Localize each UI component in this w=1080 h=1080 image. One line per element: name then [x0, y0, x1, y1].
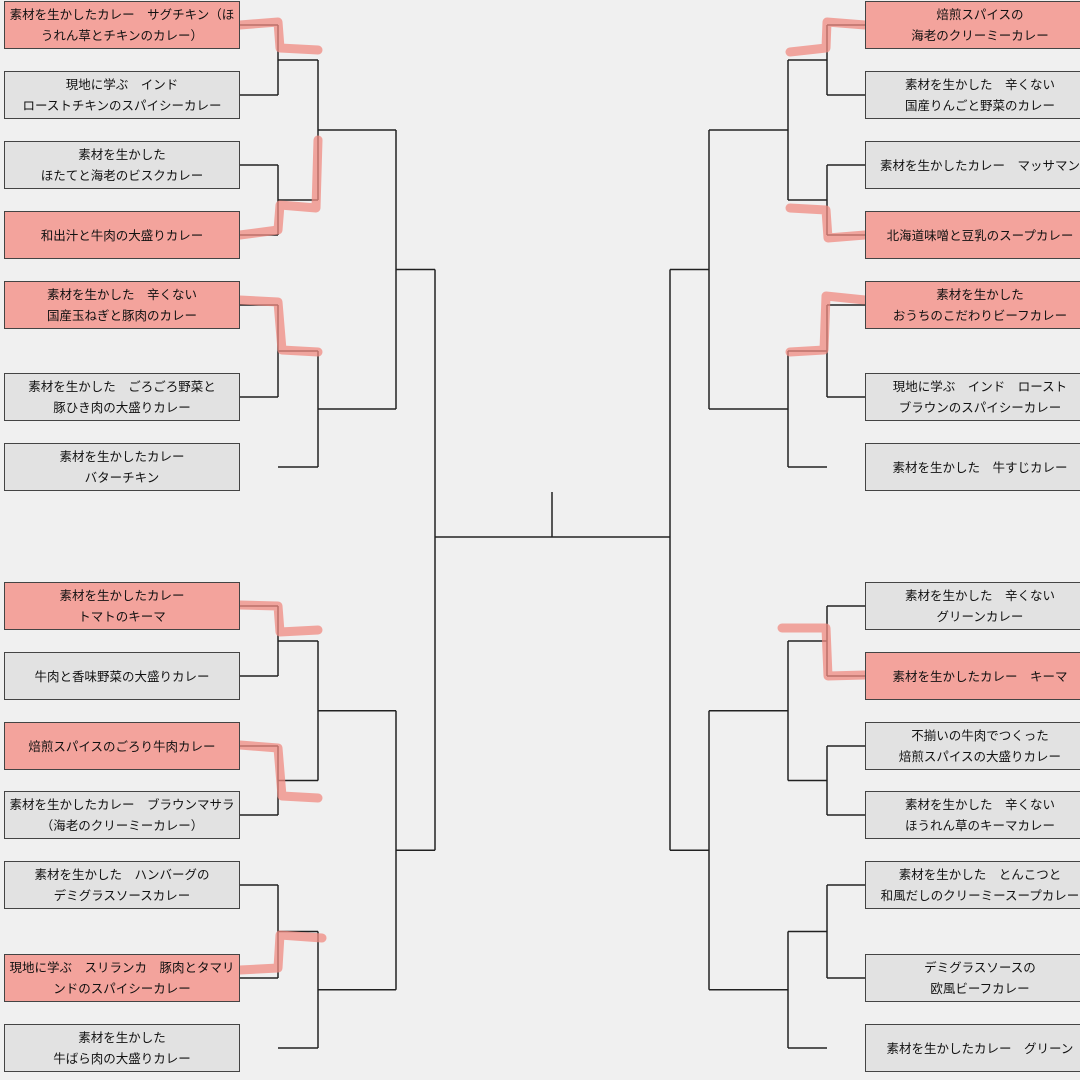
entry-text-line: 素材を生かした [78, 1030, 166, 1045]
right-bracket-entry: 焙煎スパイスの海老のクリーミーカレー [865, 1, 1080, 49]
highlight-mark [777, 623, 870, 681]
left-bracket-entry: 素材を生かしたカレー サグチキン（ほうれん草とチキンのカレー） [4, 1, 240, 49]
right-bracket-entry: 不揃いの牛肉でつくった焙煎スパイスの大盛りカレー [865, 722, 1080, 770]
entry-text-line: 素材を生かした 辛くない [46, 287, 197, 302]
entry-text-line: グリーンカレー [936, 609, 1024, 624]
entry-text-line: 素材を生かした 辛くない [904, 797, 1055, 812]
entry-text-line: 素材を生かした とんこつと [898, 867, 1062, 882]
right-bracket-entry: 素材を生かした 辛くないグリーンカレー [865, 582, 1080, 630]
entry-text-line: 欧風ビーフカレー [930, 981, 1030, 996]
entry-text-line: 現地に学ぶ インド [65, 77, 179, 92]
entry-text-line: 焙煎スパイスの [936, 7, 1024, 22]
entry-text-line: 国産玉ねぎと豚肉のカレー [46, 308, 197, 323]
highlight-mark [235, 295, 323, 357]
left-bracket-entry: 牛肉と香味野菜の大盛りカレー [4, 652, 240, 700]
entry-text-line: 素材を生かしたカレー [59, 449, 185, 464]
entry-text-line: 素材を生かしたカレー [59, 588, 185, 603]
right-bracket-entry: 素材を生かしたおうちのこだわりビーフカレー [865, 281, 1080, 329]
left-bracket-entry: 素材を生かしたカレーバターチキン [4, 443, 240, 491]
highlight-mark [235, 740, 323, 803]
highlight-mark [235, 135, 323, 240]
entry-text-line: バターチキン [84, 470, 160, 485]
right-bracket-entry: 素材を生かした 牛すじカレー [865, 443, 1080, 491]
left-bracket-entry: 素材を生かした ごろごろ野菜と豚ひき肉の大盛りカレー [4, 373, 240, 421]
right-bracket-entry: 素材を生かした 辛くない国産りんごと野菜のカレー [865, 71, 1080, 119]
right-bracket-entry: 素材を生かした 辛くないほうれん草のキーマカレー [865, 791, 1080, 839]
entry-text-line: （海老のクリーミーカレー） [40, 818, 204, 833]
entry-text-line: ブラウンのスパイシーカレー [898, 400, 1062, 415]
right-bracket-entry: 現地に学ぶ インド ローストブラウンのスパイシーカレー [865, 373, 1080, 421]
right-bracket-entry: 素材を生かしたカレー キーマ [865, 652, 1080, 700]
left-bracket-entry: 素材を生かしたカレートマトのキーマ [4, 582, 240, 630]
entry-text-line: 素材を生かしたカレー サグチキン（ほ [9, 7, 235, 22]
entry-text-line: 素材を生かした [78, 147, 166, 162]
entry-text-line: 北海道味噌と豆乳のスープカレー [886, 227, 1074, 243]
entry-text-line: 牛ばら肉の大盛りカレー [53, 1051, 191, 1066]
entry-text-line: 現地に学ぶ インド ロースト [892, 379, 1068, 394]
entry-text-line: ンドのスパイシーカレー [53, 981, 191, 996]
entry-text-line: 現地に学ぶ スリランカ 豚肉とタマリ [9, 960, 235, 975]
entry-text-line: 不揃いの牛肉でつくった [911, 728, 1049, 743]
left-bracket-entry: 素材を生かした牛ばら肉の大盛りカレー [4, 1024, 240, 1072]
highlight-mark [235, 17, 323, 55]
entry-text-line: ローストチキンのスパイシーカレー [22, 98, 222, 113]
entry-text-line: 素材を生かした 辛くない [904, 588, 1055, 603]
entry-text-line: 素材を生かした ハンバーグの [34, 867, 210, 882]
entry-text-line: 和風だしのクリーミースープカレー [880, 888, 1080, 903]
left-bracket-entry: 素材を生かした 辛くない国産玉ねぎと豚肉のカレー [4, 281, 240, 329]
entry-text-line: うれん草とチキンのカレー） [40, 28, 204, 43]
highlight-mark [235, 930, 327, 975]
highlight-mark [785, 291, 870, 357]
entry-text-line: 和出汁と牛肉の大盛りカレー [40, 227, 204, 243]
highlight-mark [235, 600, 323, 637]
entry-text-line: 素材を生かしたカレー キーマ [892, 668, 1068, 684]
entry-text-line: 素材を生かした 牛すじカレー [892, 459, 1068, 475]
entry-text-line: 焙煎スパイスの大盛りカレー [898, 749, 1062, 764]
left-bracket-entry: 現地に学ぶ インドローストチキンのスパイシーカレー [4, 71, 240, 119]
entry-text-line: 素材を生かしたカレー グリーン [886, 1040, 1074, 1056]
left-bracket-entry: 焙煎スパイスのごろり牛肉カレー [4, 722, 240, 770]
entry-text-line: 海老のクリーミーカレー [911, 28, 1049, 43]
right-bracket-entry: 素材を生かしたカレー マッサマン [865, 141, 1080, 189]
left-bracket-entry: 現地に学ぶ スリランカ 豚肉とタマリンドのスパイシーカレー [4, 954, 240, 1002]
left-bracket-entry: 素材を生かしたカレー ブラウンマサラ （海老のクリーミーカレー） [4, 791, 240, 839]
entry-text-line: 牛肉と香味野菜の大盛りカレー [34, 668, 210, 684]
entry-text-line: 素材を生かした ごろごろ野菜と [28, 379, 216, 394]
entry-text-line: 素材を生かしたカレー マッサマン [879, 157, 1080, 173]
entry-text-line: 素材を生かした 辛くない [904, 77, 1055, 92]
entry-text-line: おうちのこだわりビーフカレー [892, 308, 1068, 323]
entry-text-line: 素材を生かした [936, 287, 1024, 302]
left-bracket-entry: 和出汁と牛肉の大盛りカレー [4, 211, 240, 259]
left-bracket-entry: 素材を生かした ハンバーグのデミグラスソースカレー [4, 861, 240, 909]
entry-text-line: デミグラスソースカレー [53, 888, 191, 903]
entry-text-line: 素材を生かしたカレー ブラウンマサラ [9, 797, 235, 812]
right-bracket-entry: 北海道味噌と豆乳のスープカレー [865, 211, 1080, 259]
entry-text-line: デミグラスソースの [924, 960, 1036, 975]
right-bracket-entry: 素材を生かした とんこつと和風だしのクリーミースープカレー [865, 861, 1080, 909]
entry-text-line: トマトのキーマ [78, 609, 166, 624]
highlight-mark [785, 17, 870, 57]
highlight-mark [785, 203, 870, 243]
right-bracket-entry: デミグラスソースの欧風ビーフカレー [865, 954, 1080, 1002]
entry-text-line: ほうれん草のキーマカレー [904, 818, 1055, 833]
entry-text-line: 豚ひき肉の大盛りカレー [53, 400, 191, 415]
entry-text-line: 国産りんごと野菜のカレー [904, 98, 1055, 113]
right-bracket-entry: 素材を生かしたカレー グリーン [865, 1024, 1080, 1072]
entry-text-line: 焙煎スパイスのごろり牛肉カレー [28, 738, 216, 754]
left-bracket-entry: 素材を生かしたほたてと海老のビスクカレー [4, 141, 240, 189]
entry-text-line: ほたてと海老のビスクカレー [40, 168, 204, 183]
